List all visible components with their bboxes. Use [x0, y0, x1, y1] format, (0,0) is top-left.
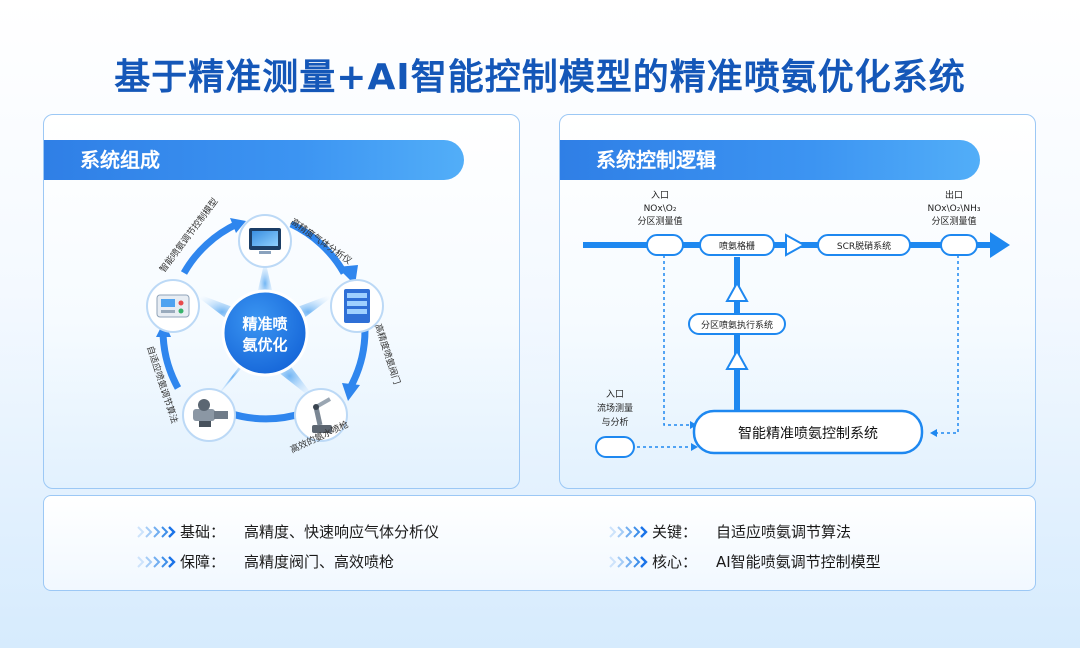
inlet-oval: [646, 234, 684, 256]
summary-value: 自适应喷氨调节算法: [716, 523, 852, 541]
control-system-box: [692, 409, 924, 455]
item-label-2: 高精度喷氨阀门: [372, 322, 403, 386]
up-triangle-1: [725, 280, 749, 302]
summary-label: 基础：: [180, 523, 226, 541]
grid-box: [699, 234, 775, 256]
chevrons-icon: [609, 526, 648, 538]
flow-triangle: [785, 233, 807, 257]
center-label-line1: 精准喷: [242, 315, 287, 333]
system-composition-panel: 系统组成: [43, 114, 520, 489]
item-node-3: [294, 388, 348, 442]
scr-label: SCR脱硝系统: [837, 240, 891, 252]
up-triangle-2: [725, 348, 749, 370]
item-node-5: [146, 279, 200, 333]
chevrons-icon: [609, 556, 648, 568]
cycle-arrow-heads: [156, 218, 360, 421]
measurement-links: [637, 255, 959, 448]
main-flow-arrowhead: [990, 232, 1010, 258]
item-node-2: [330, 279, 384, 333]
chevrons-icon: [137, 556, 176, 568]
outlet-label-line2: NOx\O₂\NH₃: [927, 204, 980, 214]
summary-label: 保障：: [180, 553, 226, 571]
flow-label-line1: 入口: [606, 389, 624, 400]
item-node-1: [238, 214, 292, 268]
composition-diagram: 精准喷 氨优化 高精度气体分析仪 高精度喷氨阀门 高效的氨水喷枪 自适应喷氨调节…: [144, 196, 403, 456]
grid-label: 喷氨格栅: [719, 240, 755, 252]
summary-value: 高精度、快速响应气体分析仪: [244, 523, 440, 541]
flow-label-line3: 与分析: [601, 416, 628, 428]
inlet-label-line2: NOx\O₂: [644, 204, 677, 214]
control-logic-header: 系统控制逻辑: [560, 140, 980, 180]
center-core: [221, 289, 309, 377]
outlet-label-line1: 出口: [945, 189, 963, 201]
summary-value: 高精度阀门、高效喷枪: [244, 553, 395, 571]
actuator-label: 分区喷氨执行系统: [701, 319, 773, 331]
summary-label: 核心：: [652, 553, 698, 571]
center-label-line2: 氨优化: [242, 336, 287, 354]
page-title: 基于精准测量+AI智能控制模型的精准喷氨优化系统: [114, 57, 966, 98]
summary-panel: 基础： 高精度、快速响应气体分析仪 关键： 自适应喷氨调节算法 保障： 高精度阀…: [43, 495, 1036, 591]
system-composition-header: 系统组成: [44, 140, 464, 180]
chevrons-icon: [137, 526, 176, 538]
outlet-oval: [940, 234, 978, 256]
item-node-4: [182, 388, 236, 442]
control-logic-diagram: 喷氨格栅 SCR脱硝系统 分区喷氨执行系统 智能精准喷氨控制系统 入口 NOx\…: [583, 189, 1010, 458]
item-label-1: 高精度气体分析仪: [288, 216, 354, 267]
flow-field-oval: [595, 436, 635, 458]
inlet-label-line3: 分区测量值: [637, 215, 682, 227]
control-system-label: 智能精准喷氨控制系统: [738, 426, 878, 442]
actuator-box: [688, 313, 786, 335]
control-logic-panel: 系统控制逻辑 喷氨格栅 SCR脱硝系统 分区喷氨执行系统 智能精准喷氨控制: [559, 114, 1036, 489]
inlet-label-line1: 入口: [651, 190, 669, 201]
summary-label: 关键：: [652, 523, 698, 541]
flow-label-line2: 流场测量: [597, 402, 633, 414]
outlet-label-line3: 分区测量值: [931, 215, 976, 227]
summary-value: AI智能喷氨调节控制模型: [716, 553, 881, 571]
scr-box: [817, 234, 911, 256]
